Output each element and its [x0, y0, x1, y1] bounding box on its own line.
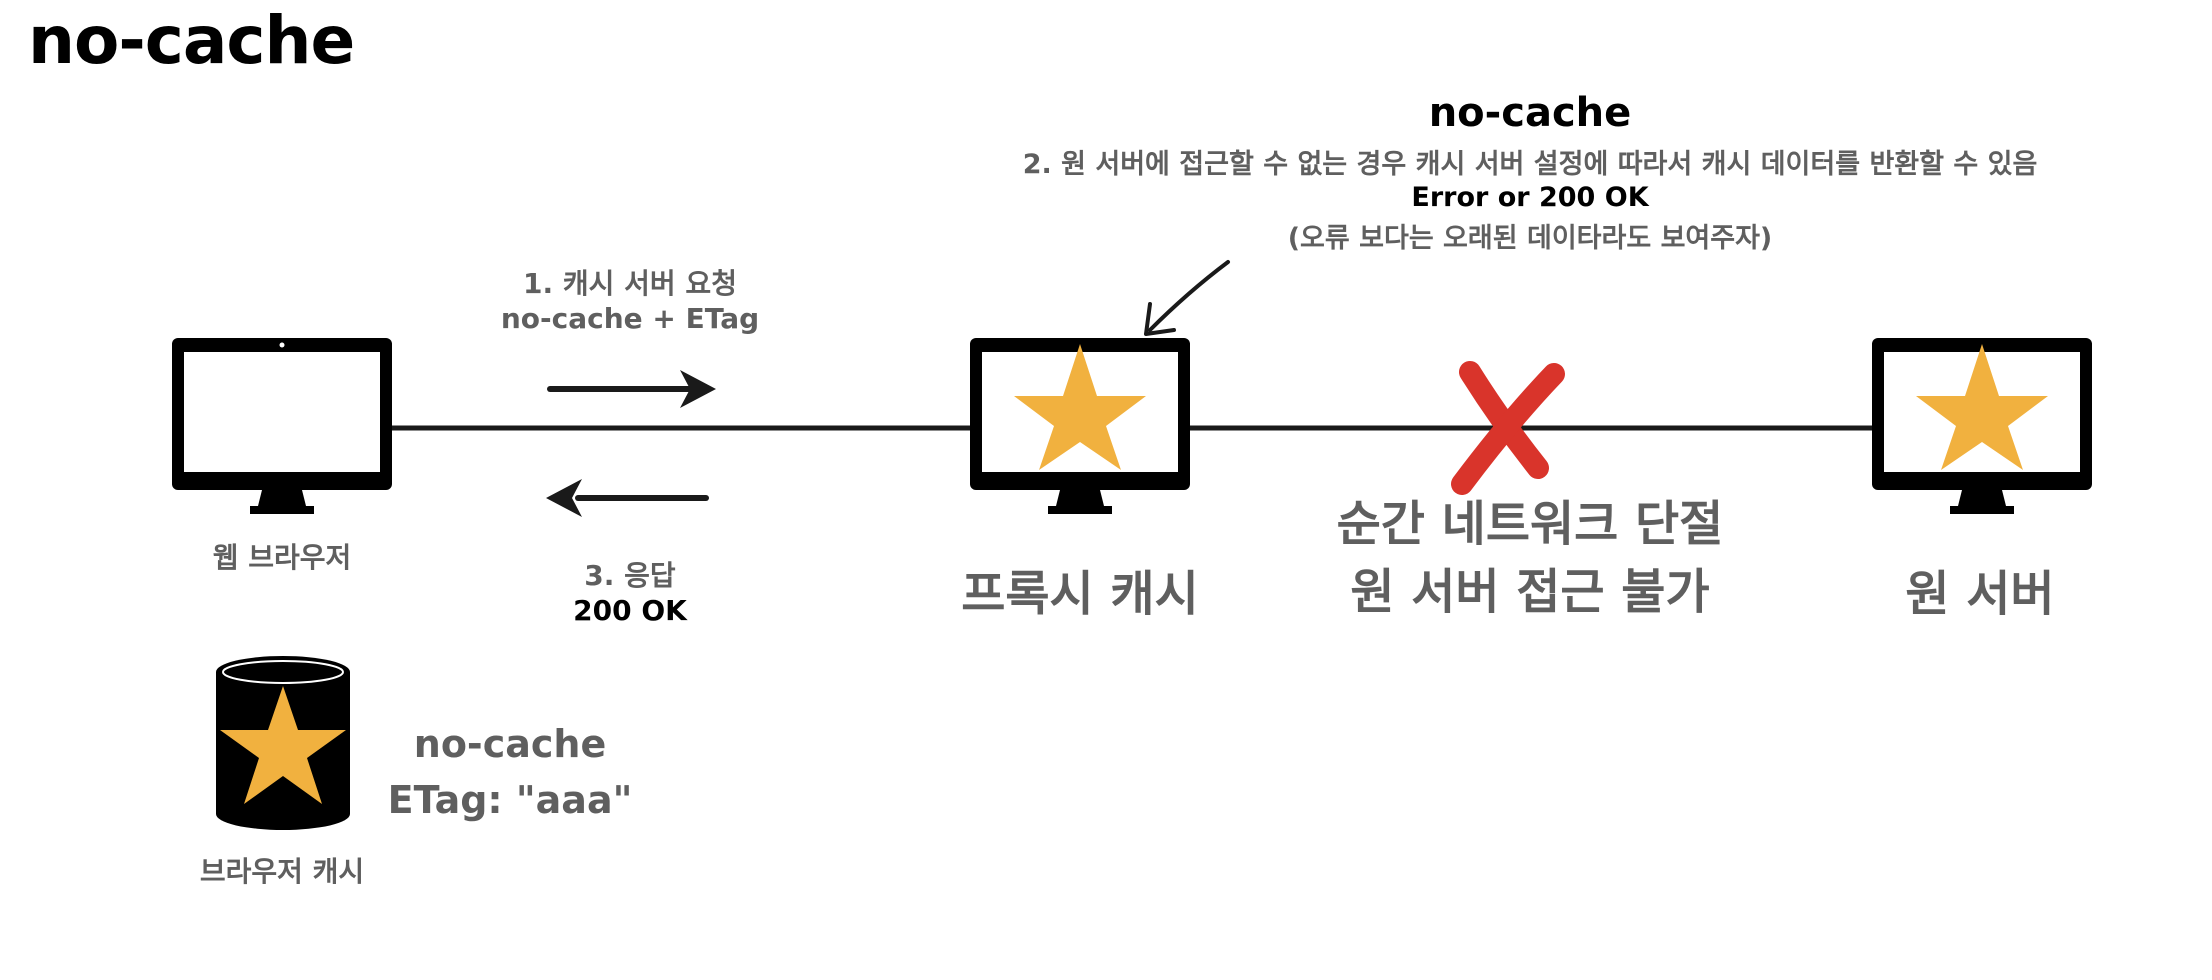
response-detail-label: 200 OK	[573, 594, 687, 627]
network-failure-line1: 순간 네트워크 단절	[1336, 496, 1724, 552]
proxy-star-icon	[1014, 344, 1146, 470]
request-arrow-icon	[547, 370, 716, 408]
browser-cache-label: 브라우저 캐시	[199, 855, 365, 888]
request-detail-label: no-cache + ETag	[500, 302, 760, 335]
browser-cache-star-icon	[220, 686, 346, 804]
note-title: no-cache	[1428, 90, 1632, 136]
browser-monitor-icon	[172, 338, 392, 514]
browser-cache-etag: ETag: "aaa"	[387, 778, 633, 822]
page-title: no-cache	[28, 2, 355, 79]
note-step: 2. 원 서버에 접근할 수 없는 경우 캐시 서버 설정에 따라서 캐시 데이…	[1022, 149, 2038, 180]
note-comment: (오류 보다는 오래된 데이타라도 보여주자)	[1287, 223, 1773, 254]
response-step-label: 3. 응답	[584, 559, 676, 592]
network-failure-line2: 원 서버 접근 불가	[1350, 564, 1710, 620]
request-step-label: 1. 캐시 서버 요청	[523, 267, 737, 300]
network-failure-cross-icon	[1451, 361, 1565, 495]
browser-label: 웹 브라우저	[212, 541, 352, 574]
browser-cache-policy: no-cache	[413, 722, 607, 766]
pointer-arrow-icon	[1144, 260, 1230, 336]
origin-star-icon	[1916, 344, 2048, 470]
note-result: Error or 200 OK	[1411, 182, 1649, 213]
proxy-cache-label: 프록시 캐시	[961, 566, 1199, 622]
origin-server-label: 원 서버	[1905, 566, 2055, 622]
response-arrow-icon	[546, 479, 709, 517]
